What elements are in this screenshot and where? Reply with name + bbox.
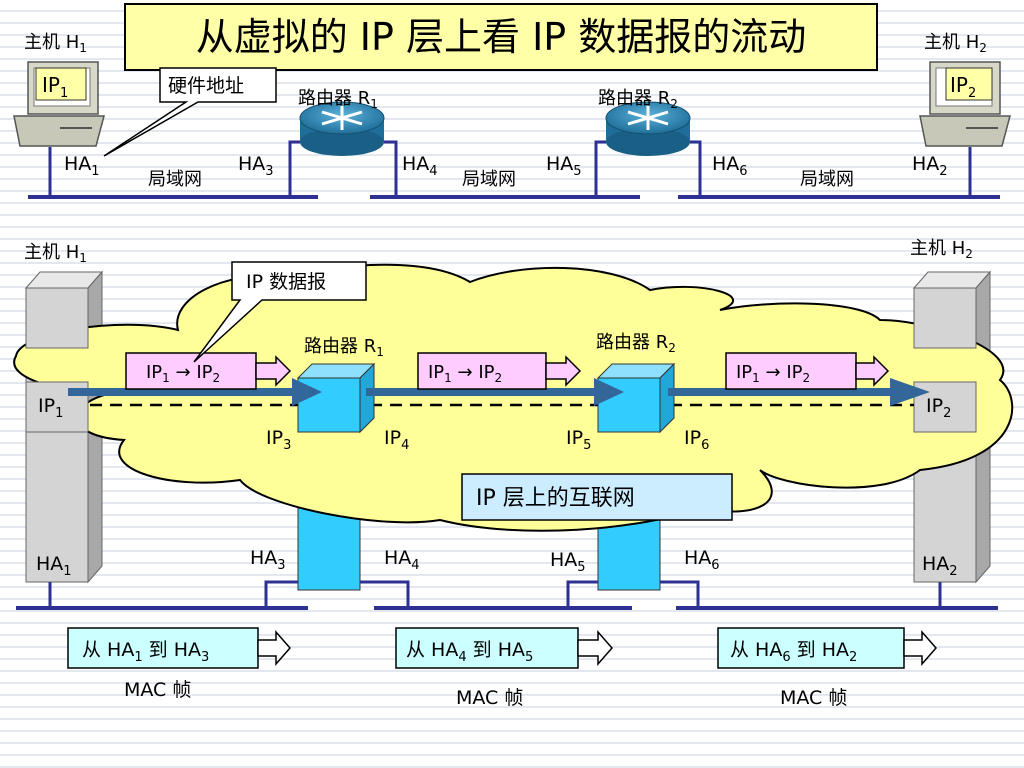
hw-address-callout bbox=[103, 67, 277, 157]
router1-icon bbox=[299, 101, 385, 156]
mac-frame-1 bbox=[67, 627, 291, 669]
packet-3-label: IP1 → IP2 bbox=[736, 362, 810, 385]
bottom-drop-r2-left bbox=[566, 580, 598, 608]
hw-address-label: 硬件地址 bbox=[168, 75, 244, 97]
mac-frame-1-caption: MAC 帧 bbox=[124, 679, 191, 701]
bottom-router1-label: 路由器 R1 bbox=[304, 336, 384, 359]
lan-label-1: 局域网 bbox=[148, 169, 202, 190]
bottom-ip4: IP4 bbox=[384, 427, 409, 453]
bottom-router2-label: 路由器 R2 bbox=[596, 332, 676, 355]
bottom-ip1: IP1 bbox=[38, 395, 63, 421]
router2-icon bbox=[605, 101, 691, 156]
drop-r2-left bbox=[594, 140, 606, 197]
mac-frame-3-caption: MAC 帧 bbox=[780, 687, 847, 709]
internet-label: IP 层上的互联网 bbox=[476, 486, 635, 511]
host2-ip: IP2 bbox=[950, 73, 976, 101]
top-ha1: HA1 bbox=[64, 153, 100, 179]
top-ha4: HA4 bbox=[402, 153, 438, 179]
packet-2-label: IP1 → IP2 bbox=[428, 362, 502, 385]
internet-label-box bbox=[461, 473, 733, 521]
bottom-ha3: HA3 bbox=[250, 547, 286, 573]
top-ha5: HA5 bbox=[546, 153, 582, 179]
page-title: 从虚拟的 IP 层上看 IP 数据报的流动 bbox=[124, 3, 878, 71]
mac-frame-3 bbox=[717, 627, 937, 669]
packet-1 bbox=[125, 352, 292, 390]
host2-ip-box bbox=[945, 67, 993, 101]
bottom-host2-label: 主机 H2 bbox=[910, 238, 973, 261]
bottom-ha6: HA6 bbox=[684, 547, 720, 573]
router1-cube-icon bbox=[296, 362, 376, 434]
packet-3 bbox=[725, 352, 890, 390]
drop-r1-left bbox=[288, 140, 300, 197]
bottom-ha4: HA4 bbox=[384, 547, 420, 573]
top-ha3: HA3 bbox=[238, 153, 274, 179]
mac-frame-2-caption: MAC 帧 bbox=[456, 687, 523, 709]
bottom-host1-label: 主机 H1 bbox=[24, 242, 87, 265]
top-ha6: HA6 bbox=[712, 153, 748, 179]
top-ha2: HA2 bbox=[912, 153, 948, 179]
bottom-ip3: IP3 bbox=[266, 427, 291, 453]
datagram-label: IP 数据报 bbox=[246, 271, 326, 293]
bottom-network: 主机 H1 主机 H2 IP 数据报 路由器 R1 路由器 R2 IP1 → I… bbox=[13, 238, 1014, 709]
host2-upper-block bbox=[913, 287, 977, 349]
bottom-ha5: HA5 bbox=[550, 549, 586, 575]
bottom-ip6: IP6 bbox=[684, 427, 709, 453]
bottom-ha2: HA2 bbox=[922, 553, 958, 579]
lan-label-3: 局域网 bbox=[800, 169, 854, 190]
bottom-ha1: HA1 bbox=[36, 553, 72, 579]
flow-arrow-icon bbox=[68, 378, 930, 406]
bottom-drop-r1-left bbox=[264, 580, 298, 608]
bottom-ip5: IP5 bbox=[566, 427, 591, 453]
packet-2 bbox=[417, 352, 582, 390]
host1-label: 主机 H1 bbox=[24, 32, 87, 55]
drop-r2-right bbox=[690, 140, 702, 197]
drop-r1-right bbox=[384, 140, 398, 197]
datagram-callout bbox=[193, 261, 367, 363]
lan-label-2: 局域网 bbox=[462, 169, 516, 190]
mac-frame-3-label: 从 HA6 到 HA2 bbox=[730, 639, 857, 665]
bottom-ip2: IP2 bbox=[926, 395, 951, 421]
router2-label: 路由器 R2 bbox=[598, 88, 678, 111]
internet-cloud bbox=[13, 263, 1014, 532]
host2-label: 主机 H2 bbox=[924, 32, 987, 55]
host1-ip-box bbox=[35, 67, 87, 101]
mac-frame-2 bbox=[395, 627, 613, 669]
host1-ip: IP1 bbox=[42, 73, 68, 101]
bottom-drop-r2-right bbox=[660, 580, 700, 608]
router1-label: 路由器 R1 bbox=[298, 88, 378, 111]
packet-1-label: IP1 → IP2 bbox=[146, 362, 220, 385]
top-network: 主机 H1 主机 H2 IP1 IP2 硬件地址 路由器 R1 路由器 R2 局… bbox=[13, 32, 1011, 199]
host1-upper-block bbox=[25, 287, 89, 349]
mac-frame-1-label: 从 HA1 到 HA3 bbox=[82, 639, 209, 665]
bottom-drop-r1-right bbox=[360, 580, 410, 608]
mac-frame-2-label: 从 HA4 到 HA5 bbox=[406, 639, 533, 665]
